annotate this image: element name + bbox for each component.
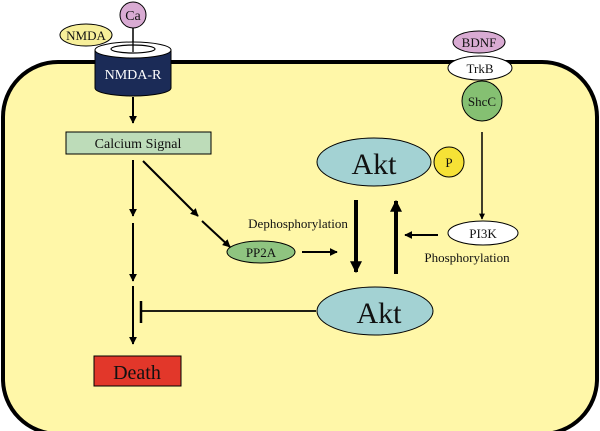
cell-body [1, 60, 599, 431]
pi3k-label: PI3K [469, 226, 497, 241]
nmda-r-label: NMDA-R [105, 68, 162, 83]
ca-label: Ca [125, 9, 141, 24]
calcium-signal-node: Calcium Signal [65, 131, 212, 155]
nmda-receptor: NMDA-R [94, 28, 172, 97]
pp2a-label: PP2A [246, 245, 277, 260]
bdnf-label: BDNF [462, 35, 497, 50]
trkb-node: TrkB [447, 55, 513, 81]
phosphate-label: P [445, 155, 452, 170]
phosphorylation-label: Phosphorylation [424, 250, 510, 265]
arrow-calcium-pp2a-1 [142, 160, 199, 217]
death-label: Death [113, 362, 161, 384]
pp2a-node: PP2A [226, 240, 296, 264]
akt-label: Akt [357, 297, 403, 330]
shcc-node: ShcC [461, 80, 503, 122]
pi3k-node: PI3K [447, 220, 519, 246]
shcc-label: ShcC [468, 94, 496, 109]
arrow-calcium-pp2a-2 [201, 220, 231, 248]
dephosphorylation-label: Dephosphorylation [248, 216, 348, 231]
akt-node: Akt [316, 286, 434, 336]
death-node: Death [93, 355, 182, 387]
calcium-signal-label: Calcium Signal [95, 137, 182, 152]
phosphate-node: P [433, 146, 465, 178]
akt-phospho-label: Akt [352, 148, 398, 181]
akt-phospho-node: Akt [316, 137, 432, 187]
trkb-label: TrkB [467, 61, 494, 76]
nmda-label: NMDA [66, 28, 106, 43]
nmda-node: NMDA [59, 23, 113, 47]
bdnf-node: BDNF [452, 30, 506, 54]
ca-node: Ca [119, 1, 147, 29]
